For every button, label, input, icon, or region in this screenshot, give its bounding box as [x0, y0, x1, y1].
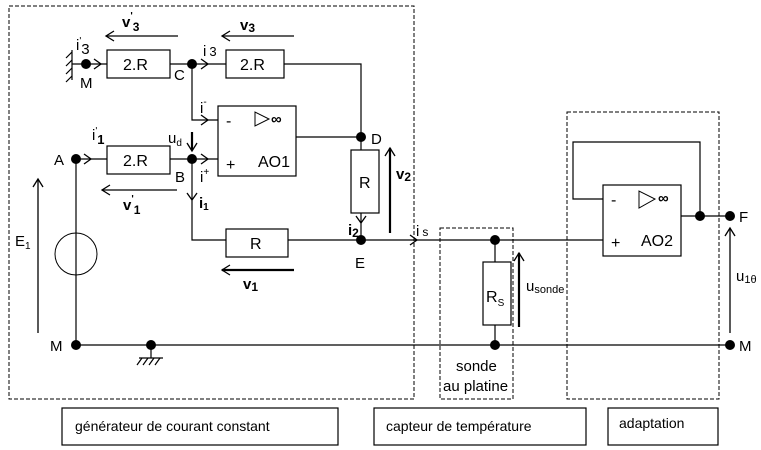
node-ao2-output [695, 211, 705, 221]
resistor-label: 2.R [123, 57, 148, 74]
opamp2-plus: + [611, 235, 620, 252]
label-node-e: E [355, 255, 365, 272]
node-m-right [725, 340, 735, 350]
node-f [725, 211, 735, 221]
label-v3: v3 [240, 17, 255, 35]
node-m-top [81, 59, 91, 69]
voltage-arrow-ud [186, 132, 198, 153]
opamp-triangle-icon [254, 111, 271, 127]
label-u1theta: u1θ [736, 268, 757, 286]
wire [191, 64, 218, 121]
caption-sensor-text: capteur de température [386, 418, 532, 434]
opamp1-minus: - [226, 113, 231, 130]
label-i1p: i'1 [92, 126, 105, 147]
resistor-label: R [359, 175, 371, 192]
resistor-label: 2.R [123, 153, 148, 170]
voltage-arrow-v1p [100, 184, 177, 196]
wire [191, 159, 226, 241]
label-node-b: B [175, 169, 185, 186]
label-v3p: v'3 [122, 11, 140, 34]
node-e [356, 235, 366, 245]
voltage-arrow-u1theta [724, 226, 736, 333]
resistor-rs-sensor [482, 261, 512, 326]
sensor-block-frame [439, 227, 514, 400]
label-node-m-left: M [50, 338, 63, 355]
resistor-label: R [250, 236, 262, 253]
opamp2-minus: - [611, 192, 616, 209]
generator-block-frame [8, 5, 415, 400]
opamp-triangle-icon [638, 190, 657, 209]
opamp1-gain: ∞ [271, 111, 282, 128]
label-node-m-right: M [739, 338, 752, 355]
opamp2-name: AO2 [641, 233, 673, 250]
opamp1-plus: + [226, 157, 235, 174]
label-node-m-top: M [80, 75, 93, 92]
current-arrow-i-minus [200, 114, 210, 126]
opamp1-name: AO1 [258, 154, 290, 171]
current-arrow-i-plus [200, 153, 210, 165]
label-v1: v1 [243, 276, 258, 294]
label-ud: ud [168, 130, 182, 149]
resistor-r-vertical [350, 149, 380, 214]
voltage-arrow-v2 [384, 146, 396, 233]
label-i3p: i'3 [76, 36, 90, 58]
current-arrow-i1 [186, 192, 198, 202]
node-m-left [71, 340, 81, 350]
voltage-arrow-v3p [104, 30, 178, 42]
label-e1: E1 [15, 233, 31, 252]
label-node-a: A [54, 152, 64, 169]
sensor-label-line1: sonde [456, 358, 497, 375]
label-usonde: usonde [526, 278, 564, 296]
caption-adaptation: adaptation [607, 407, 719, 446]
current-arrow-is [409, 234, 419, 246]
node-sensor-bottom [490, 340, 500, 350]
caption-generator-text: générateur de courant constant [75, 418, 270, 434]
caption-sensor: capteur de température [373, 407, 587, 446]
node-ground [146, 340, 156, 350]
resistor-2r-top-right [225, 49, 285, 79]
current-arrow-i2 [355, 215, 367, 225]
voltage-arrow-v3 [220, 30, 294, 42]
ground-icon [65, 50, 73, 83]
node-sensor-top [490, 235, 500, 245]
voltage-arrow-e1 [32, 177, 44, 333]
label-node-d: D [371, 131, 382, 148]
wire [284, 63, 362, 137]
voltage-arrow-usonde [513, 251, 525, 327]
label-v2: v2 [396, 166, 411, 184]
label-i-minus: i- [200, 97, 207, 117]
caption-generator: générateur de courant constant [61, 407, 339, 446]
label-i2: i2 [348, 222, 359, 240]
wire [572, 141, 701, 216]
opamp-ao2: - + ∞ AO2 [602, 184, 682, 257]
sensor-label-line2: au platine [443, 378, 508, 395]
label-i1: i1 [199, 195, 209, 213]
node-b [187, 154, 197, 164]
current-arrow-i3p [93, 58, 103, 70]
voltage-arrow-v1 [220, 264, 294, 276]
label-i-plus: i+ [200, 167, 209, 186]
node-a [71, 154, 81, 164]
ground-icon [136, 357, 163, 366]
resistor-2r-mid [106, 145, 171, 175]
adaptation-block-frame [566, 111, 720, 400]
current-arrow-i3 [200, 58, 210, 70]
resistor-rs-label: RS [486, 289, 505, 309]
current-arrow-i1p [83, 153, 93, 165]
resistor-r-bottom [225, 228, 289, 258]
node-d [356, 132, 366, 142]
node-c [187, 59, 197, 69]
caption-adaptation-text: adaptation [619, 415, 684, 431]
label-node-c: C [174, 67, 185, 84]
opamp2-gain: ∞ [658, 190, 669, 207]
label-node-f: F [739, 209, 748, 226]
resistor-2r-top-left [106, 49, 171, 79]
resistor-label: 2.R [240, 57, 265, 74]
label-v1p: v'1 [123, 194, 141, 217]
opamp-ao1: - + ∞ AO1 [217, 105, 297, 177]
